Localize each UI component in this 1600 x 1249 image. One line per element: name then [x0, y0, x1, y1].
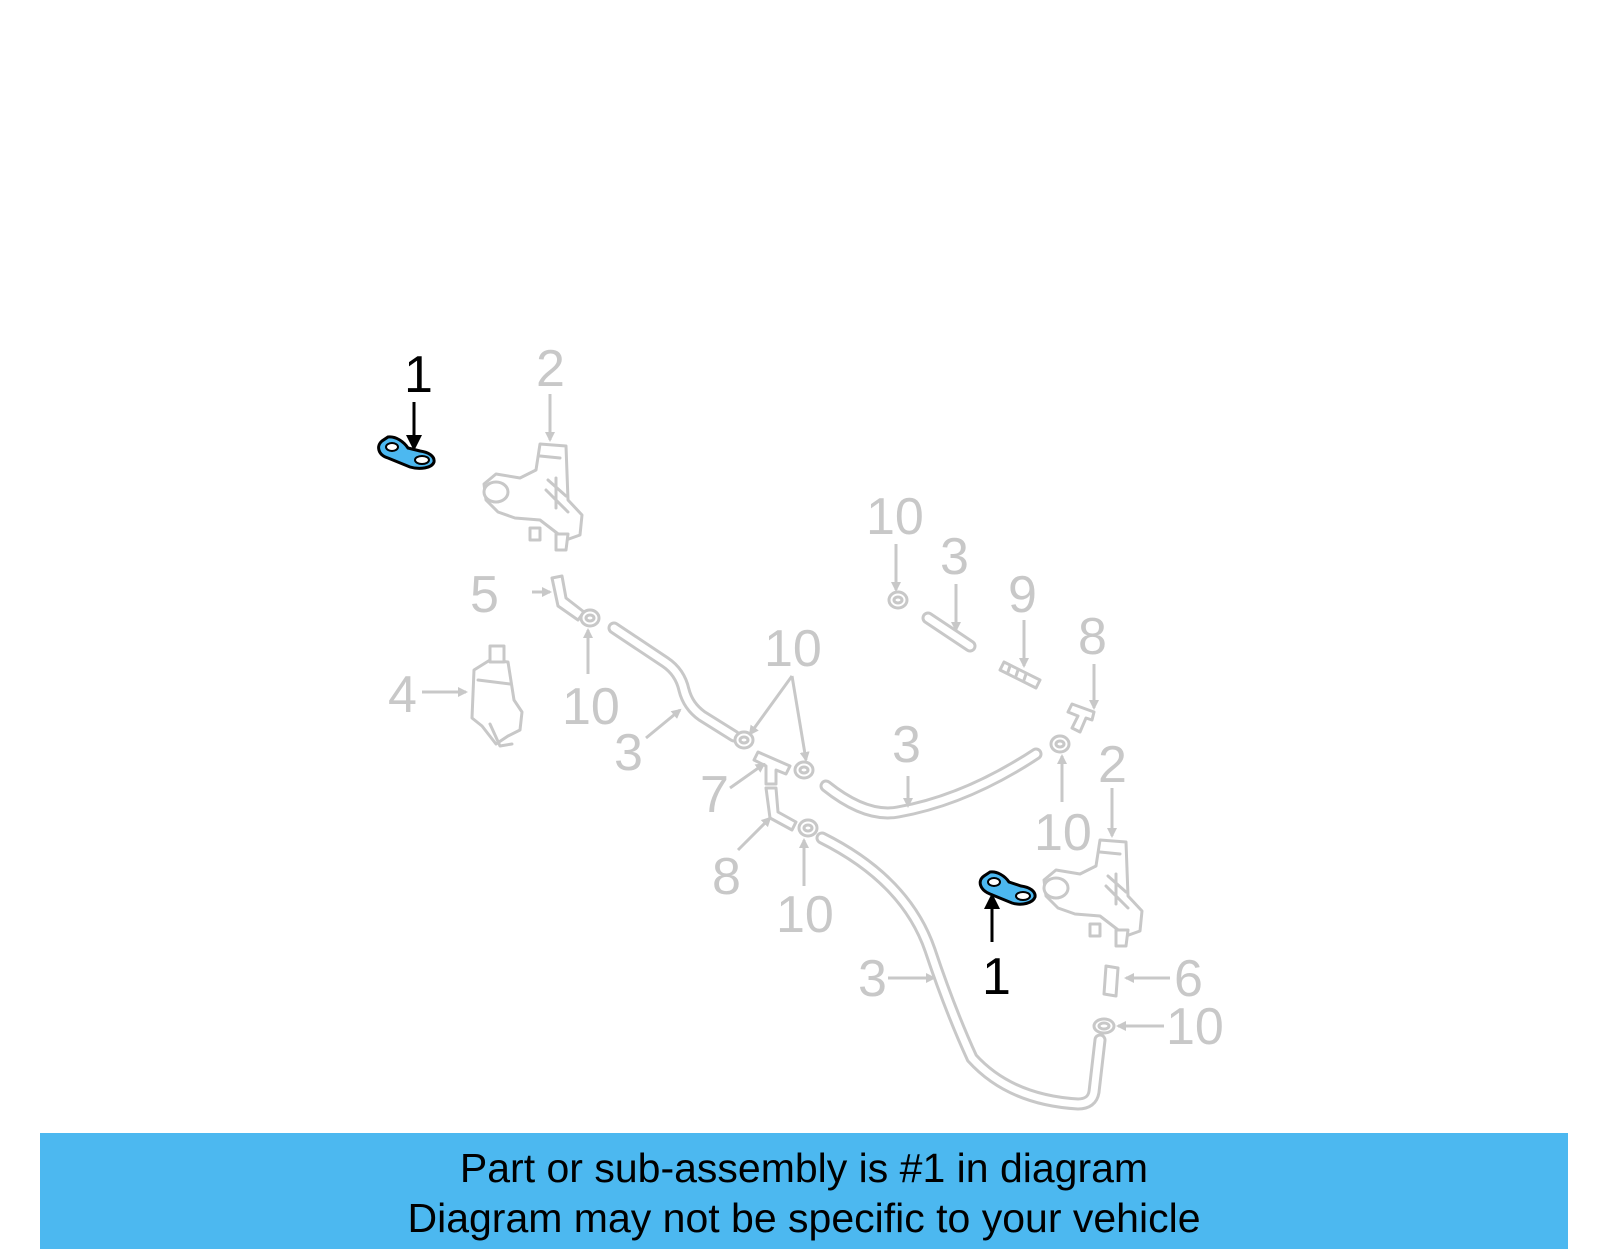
- caption-banner: Part or sub-assembly is #1 in diagram Di…: [40, 1133, 1568, 1249]
- clamp-part-10-d: [887, 590, 909, 610]
- elbow-fitting-part-8-left: [764, 786, 798, 832]
- callout-1-bottom: 1: [982, 948, 1011, 1006]
- callout-4: 4: [388, 666, 417, 724]
- hose-part-3-d: [815, 831, 1107, 1111]
- callout-2-top: 2: [536, 340, 565, 398]
- callout-5: 5: [470, 566, 499, 624]
- callout-3-b: 3: [940, 528, 969, 586]
- callout-10-a: 10: [562, 678, 620, 736]
- clamp-part-10-f: [797, 818, 819, 838]
- hose-part-3-c: [819, 747, 1043, 820]
- tee-fitting-part-7: [752, 750, 792, 786]
- callout-6: 6: [1174, 950, 1203, 1008]
- elbow-fitting-part-8-right: [1066, 702, 1096, 734]
- callout-10-e: 10: [1034, 804, 1092, 862]
- callout-10-f: 10: [1166, 998, 1224, 1056]
- clamp-part-10-c: [793, 760, 815, 780]
- clamp-part-10-b: [733, 730, 755, 750]
- hose-part-3-b: [921, 611, 977, 653]
- callout-8-right: 8: [1078, 608, 1107, 666]
- washer-pump-part-2-right: [1042, 838, 1144, 948]
- clamp-part-10-g: [1092, 1017, 1116, 1035]
- callout-2-right: 2: [1098, 736, 1127, 794]
- washer-reservoir-part-4: [470, 644, 524, 748]
- callout-7: 7: [700, 766, 729, 824]
- hose-part-3-a: [607, 621, 741, 743]
- washer-nozzle-part-1-bottom[interactable]: [978, 870, 1037, 906]
- callout-10-b: 10: [764, 620, 822, 678]
- caption-line-2: Diagram may not be specific to your vehi…: [407, 1195, 1201, 1241]
- callout-8-left: 8: [712, 848, 741, 906]
- connector-part-9: [998, 660, 1042, 690]
- callout-3-d: 3: [858, 950, 887, 1008]
- washer-pump-part-2-top: [482, 442, 584, 552]
- connector-part-6: [1102, 964, 1120, 998]
- callout-9: 9: [1008, 566, 1037, 624]
- elbow-fitting-part-5: [550, 574, 586, 622]
- callout-3-a: 3: [614, 724, 643, 782]
- caption-line-1: Part or sub-assembly is #1 in diagram: [459, 1145, 1149, 1191]
- clamp-part-10-e: [1049, 734, 1071, 754]
- callout-1-top: 1: [404, 346, 433, 404]
- callout-10-c: 10: [776, 886, 834, 944]
- leader-arrows: [406, 394, 1170, 1031]
- callout-10-d: 10: [866, 488, 924, 546]
- washer-nozzle-part-1-top[interactable]: [377, 435, 436, 470]
- callout-3-c: 3: [892, 716, 921, 774]
- clamp-part-10-a: [579, 608, 601, 628]
